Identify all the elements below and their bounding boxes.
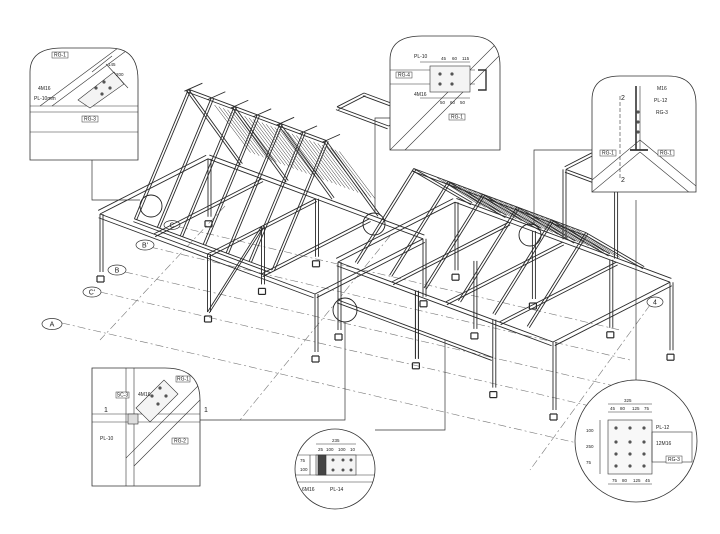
br-dim-side-3: 75	[586, 460, 592, 465]
br-dim-4: 75	[644, 406, 650, 411]
grid-label-a: A	[50, 322, 55, 329]
br-dim-total: 325	[624, 398, 632, 403]
tl-tag-rg1: RG-1	[54, 53, 66, 59]
tc-dim-top-3: 115	[462, 56, 470, 61]
tc-tag-rg1: RG-1	[451, 115, 463, 121]
br-dim-2: 80	[620, 406, 626, 411]
bc-dim-side-2: 100	[300, 467, 308, 472]
tc-dim-bot-1: 50	[440, 100, 446, 105]
tc-dim-top-1: 45	[441, 56, 447, 61]
br-dim-1: 45	[610, 406, 616, 411]
tc-plate: PL-10	[414, 54, 428, 60]
tc-dim-top-2: 60	[452, 56, 458, 61]
bc-dim-2: 100	[326, 447, 334, 452]
tr-tag-rg1-right: RG-1	[660, 151, 672, 157]
bc-dim-3: 100	[338, 447, 346, 452]
tl-dim-2: 200	[116, 72, 124, 77]
steel-frame-structure	[96, 82, 675, 421]
bc-dim-1: 25	[318, 447, 324, 452]
bc-bolts: 6M16	[302, 487, 315, 493]
grid-label-b: B	[115, 268, 120, 275]
grid-label-c: C	[169, 223, 174, 230]
br-dim-bot-4: 45	[645, 478, 651, 483]
br-dim-side-2: 250	[586, 444, 594, 449]
bc-dim-4: 10	[350, 447, 356, 452]
tr-plate: PL-12	[654, 98, 668, 104]
detail-bottom-center: 235 25 100 100 10 75 100 6M16 PL-14	[294, 428, 376, 510]
tc-dim-bot-2: 60	[450, 100, 456, 105]
bc-plate: PL-14	[330, 487, 344, 493]
grid-label-c-prime: C'	[89, 290, 95, 297]
grid-label-4: 4	[653, 300, 657, 307]
br-dim-bot-2: 80	[622, 478, 628, 483]
grid-bubble-a: A	[41, 318, 63, 330]
bl-plate: PL-10	[100, 436, 114, 442]
tc-tag-rg4: RG-4	[398, 73, 410, 79]
bc-dim-side-1: 75	[300, 458, 306, 463]
tl-tag-rg3: RG-3	[84, 117, 96, 123]
br-dim-bot-3: 125	[633, 478, 641, 483]
detail-top-left: RG-1 RG-3 4M16 PL-10mm 145 200	[29, 47, 139, 161]
tr-tag-rg3: RG-3	[656, 110, 668, 116]
tc-dim-bot-3: 50	[460, 100, 466, 105]
tl-dim-1: 145	[108, 62, 116, 67]
bl-mark-right: 1	[204, 407, 208, 414]
tr-mark-bottom: 2	[621, 177, 625, 184]
grid-bubble-b-prime: B'	[135, 239, 155, 251]
detail-top-center: PL-10 45 60 115 RG-4 4M16 50 60 50 RG-1	[389, 35, 501, 151]
tc-bolts: 4M16	[414, 92, 427, 98]
br-tag: RG-3	[668, 457, 680, 463]
br-plate: PL-12	[656, 425, 670, 431]
br-dim-bot-1: 75	[612, 478, 618, 483]
bl-tag-rg1: RG-1	[177, 377, 189, 383]
tr-tag-rg1-left: RG-1	[602, 151, 614, 157]
bl-mark-left: 1	[104, 407, 108, 414]
tl-plate: PL-10mm	[34, 96, 56, 102]
grid-lines	[61, 205, 651, 471]
tr-mark-top: 2	[621, 95, 625, 102]
br-dim-side-1: 100	[586, 428, 594, 433]
tl-bolts: 4M16	[38, 86, 51, 92]
br-bolts: 12M16	[656, 441, 672, 447]
grid-bubble-c-prime: C'	[82, 286, 102, 298]
br-dim-3: 125	[632, 406, 640, 411]
detail-bottom-left: RG-1 SC-3 4M16 PL-10 RG-2 1 1	[91, 367, 208, 487]
bl-tag-rg2: RG-2	[174, 439, 186, 445]
detail-top-right: M16 PL-12 RG-3 RG-1 RG-1 2 2	[591, 75, 697, 193]
bl-tag-sc3: SC-3	[117, 393, 129, 399]
bc-dim-total: 235	[332, 438, 340, 443]
leader-lines	[91, 117, 637, 431]
bl-bolts: 4M16	[138, 392, 151, 398]
detail-bottom-right: 325 45 80 125 75 PL-12 12M16 RG-3 100 25…	[574, 379, 698, 503]
tr-bolts: M16	[657, 86, 667, 92]
grid-bubble-4: 4	[646, 296, 664, 308]
grid-label-b-prime: B'	[142, 243, 148, 250]
grid-bubble-b: B	[107, 264, 127, 276]
